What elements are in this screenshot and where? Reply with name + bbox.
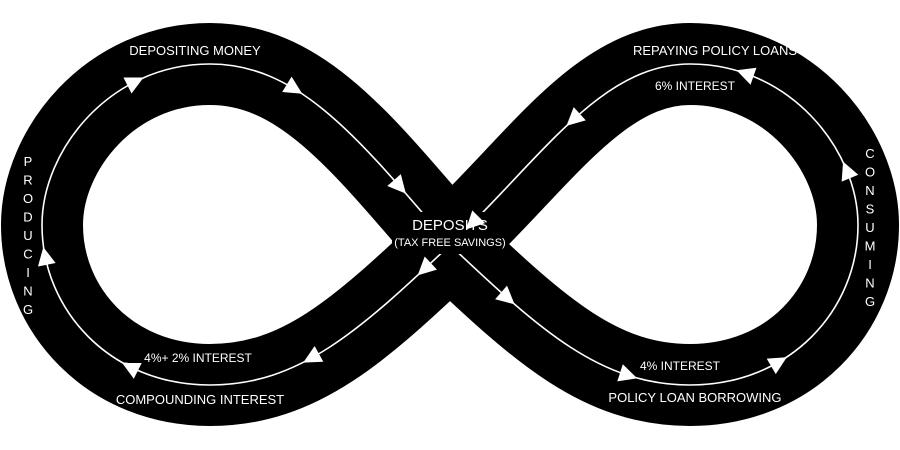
depositing-money-label: DEPOSITING MONEY	[129, 43, 261, 58]
producing-letter: G	[23, 302, 33, 317]
producing-letter: N	[23, 284, 32, 299]
consuming-letter: G	[865, 294, 875, 309]
consuming-letter: N	[865, 276, 874, 291]
arrowhead-icon	[303, 346, 324, 363]
arrowhead-icon	[417, 256, 437, 276]
producing-letter: U	[23, 228, 32, 243]
arrowhead-icon	[37, 247, 56, 267]
repay-interest-label: 6% INTEREST	[655, 79, 736, 93]
producing-letter: D	[23, 210, 32, 225]
consuming-letter: M	[865, 239, 876, 254]
arrowhead-icon	[841, 161, 859, 182]
producing-letter: P	[24, 154, 33, 169]
consuming-letter: N	[865, 183, 874, 198]
arrowhead-icon	[566, 107, 586, 126]
flow-arrows	[37, 67, 859, 382]
consuming-letter: S	[866, 202, 875, 217]
left-interest-label: 4%+ 2% INTEREST	[144, 351, 252, 365]
compounding-interest-label: COMPOUNDING INTEREST	[116, 392, 284, 407]
arrowhead-icon	[121, 362, 142, 379]
producing-letter: C	[23, 247, 32, 262]
producing-letter: O	[23, 191, 33, 206]
arrowhead-icon	[123, 77, 144, 94]
producing-letter: I	[26, 265, 30, 280]
arrowhead-icon	[282, 76, 303, 94]
center-title: DEPOSITS	[412, 217, 488, 234]
arrowhead-icon	[495, 285, 515, 305]
policy-loan-borrowing-label: POLICY LOAN BORROWING	[608, 390, 781, 405]
borrow-interest-label: 4% INTEREST	[640, 359, 721, 373]
consuming-letter: C	[865, 146, 874, 161]
arrowhead-icon	[466, 210, 486, 230]
center-subtitle: (TAX FREE SAVINGS)	[394, 237, 505, 249]
consuming-letter: I	[868, 257, 872, 272]
producing-letter: R	[23, 173, 32, 188]
consuming-letter: O	[865, 165, 875, 180]
repaying-policy-loans-label: REPAYING POLICY LOANS	[633, 43, 797, 58]
arrowhead-icon	[617, 364, 638, 382]
arrowhead-icon	[736, 67, 757, 85]
center-label-backdrop	[392, 212, 508, 254]
consuming-letter: U	[865, 220, 874, 235]
arrowhead-icon	[766, 357, 787, 375]
arrowhead-icon	[387, 174, 406, 194]
